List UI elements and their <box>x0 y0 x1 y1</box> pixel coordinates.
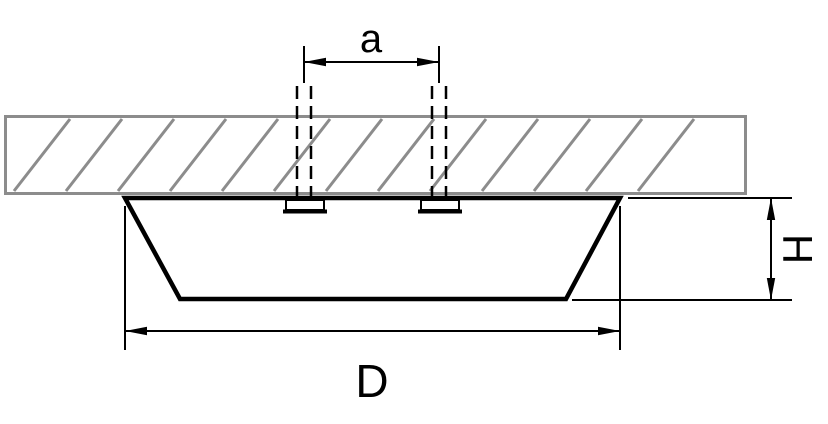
dimension-d-arrowhead-right <box>598 326 620 336</box>
hatch-line <box>64 118 124 192</box>
hatch-line <box>532 118 592 192</box>
hatch-line <box>168 118 228 192</box>
dimension-d <box>124 206 621 350</box>
mounting-clip-right-body <box>420 199 460 211</box>
hatch-line <box>12 118 72 192</box>
hatch-line <box>324 118 384 192</box>
hatch-line <box>480 118 540 192</box>
hatch-line <box>636 118 696 192</box>
hatch-line <box>584 118 644 192</box>
screw-hole-right <box>430 86 448 197</box>
hatch-line <box>272 118 332 192</box>
dimension-h-arrowhead-bottom <box>766 278 776 300</box>
dimension-d-label: D <box>355 355 388 407</box>
fixture-body <box>121 195 624 302</box>
dimension-a-arrowhead-left <box>304 57 326 67</box>
hatch-line <box>428 118 488 192</box>
ceiling-section <box>4 115 747 195</box>
dimension-h-arrowhead-top <box>766 198 776 220</box>
dimension-a-arrowhead-right <box>417 57 439 67</box>
hatch-line <box>220 118 280 192</box>
screw-hole-left <box>295 86 313 197</box>
mounting-clip-right <box>418 199 462 214</box>
dimension-a-label: a <box>360 17 383 61</box>
mounting-clip-left-body <box>285 199 325 211</box>
dimension-h <box>572 197 792 301</box>
mounting-clip-left <box>283 199 327 214</box>
fixture-body-outline <box>121 195 624 302</box>
dimension-a <box>303 46 440 83</box>
hatch-line <box>116 118 176 192</box>
hatch-line <box>376 118 436 192</box>
dimension-d-arrowhead-left <box>125 326 147 336</box>
ceiling-hatch-lines <box>12 118 696 192</box>
dimension-h-label: H <box>774 234 821 264</box>
